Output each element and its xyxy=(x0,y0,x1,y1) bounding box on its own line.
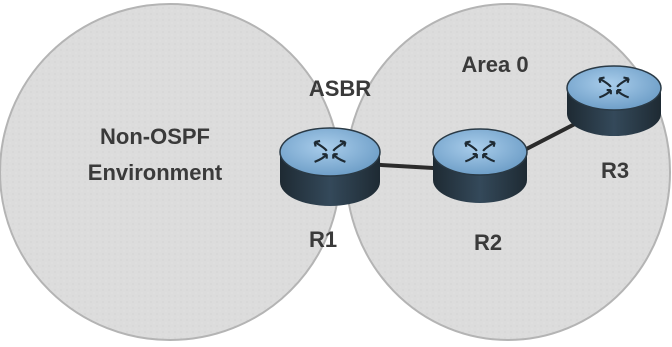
router-r2 xyxy=(432,128,528,203)
region-non-ospf-label-line1: Non-OSPF xyxy=(100,124,210,149)
region-non-ospf-label-line2: Environment xyxy=(88,160,223,185)
router-r1-role-label: ASBR xyxy=(309,76,371,101)
router-r3 xyxy=(566,65,662,136)
router-r3-label: R3 xyxy=(601,158,629,183)
router-r1 xyxy=(279,127,381,206)
router-r1-label: R1 xyxy=(309,227,337,252)
region-area-0-label: Area 0 xyxy=(461,52,528,77)
router-r2-label: R2 xyxy=(474,230,502,255)
